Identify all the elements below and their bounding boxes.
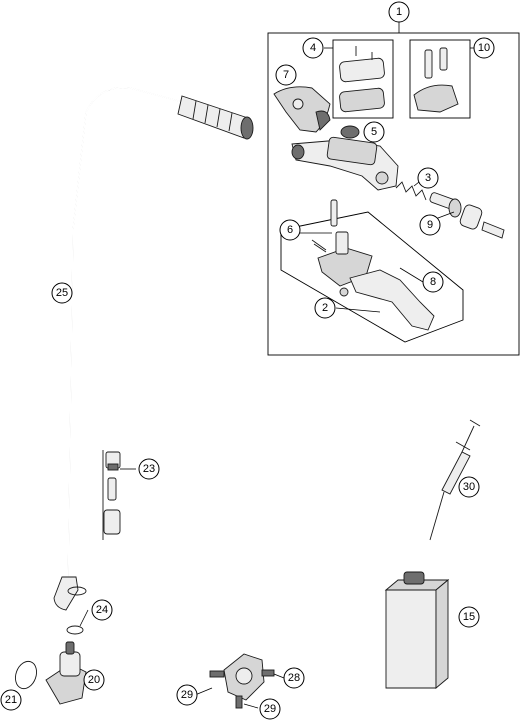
callout-label: 8 [430,276,436,288]
callout-label: 21 [5,694,17,706]
lever-subgroup-outline [280,211,464,343]
callout-label: 10 [478,42,490,54]
callout-label: 1 [396,6,402,18]
adjuster-part-9 [448,198,505,239]
master-cylinder-body [291,136,399,191]
callout-24: 24 [91,599,113,621]
callout-9: 9 [419,214,441,236]
callout-15: 15 [458,606,480,628]
clamp-part-7 [273,86,331,133]
o-ring-part-21 [15,660,37,690]
callout-label: 30 [463,481,475,493]
reservoir-cover-part-4 [339,46,385,113]
leader-lines [79,22,474,709]
callout-label: 24 [96,604,108,616]
brake-fluid-bottle-part-15 [384,571,450,689]
callout-5: 5 [363,121,385,143]
callout-label: 20 [88,674,100,686]
callout-29-left: 29 [176,684,198,706]
callout-label: 23 [143,463,155,475]
hose-fittings-part-23 [102,450,121,540]
callout-6: 6 [279,219,301,241]
callout-23: 23 [138,458,160,480]
callout-label: 28 [288,672,300,684]
callout-28: 28 [283,667,305,689]
reservoir-cap-part-5 [340,125,360,139]
hydraulic-hose [53,86,254,611]
callout-label: 3 [425,172,431,184]
callout-30: 30 [458,476,480,498]
callout-8: 8 [422,271,444,293]
callout-20: 20 [83,669,105,691]
callout-7: 7 [275,64,297,86]
callout-label: 6 [287,224,293,236]
callout-label: 29 [264,703,276,715]
washer-part-24 [66,586,87,635]
callout-4: 4 [302,37,324,59]
callout-label: 25 [56,287,68,299]
callout-label: 29 [181,689,193,701]
brake-lever-part-2 [339,269,435,331]
grease-syringe-part-30 [429,419,481,541]
callout-label: 9 [427,219,433,231]
callout-10: 10 [473,37,495,59]
master-cylinder-group-box [267,32,520,356]
callout-label: 4 [310,42,316,54]
callout-label: 15 [463,611,475,623]
clamp-kit-part-10 [413,47,459,113]
reservoir-cover-kit-box [332,39,394,119]
slave-cylinder-part-20 [45,641,87,705]
callout-1: 1 [388,1,410,23]
callout-29-bottom: 29 [259,698,281,720]
callout-2: 2 [314,297,336,319]
callout-label: 7 [283,69,289,81]
callout-label: 5 [371,126,377,138]
clamp-kit-box [409,39,471,119]
callout-21: 21 [0,689,22,711]
callout-25: 25 [51,282,73,304]
callout-3: 3 [417,167,439,189]
callout-label: 2 [322,302,328,314]
bleeder-part-28 [209,653,275,709]
